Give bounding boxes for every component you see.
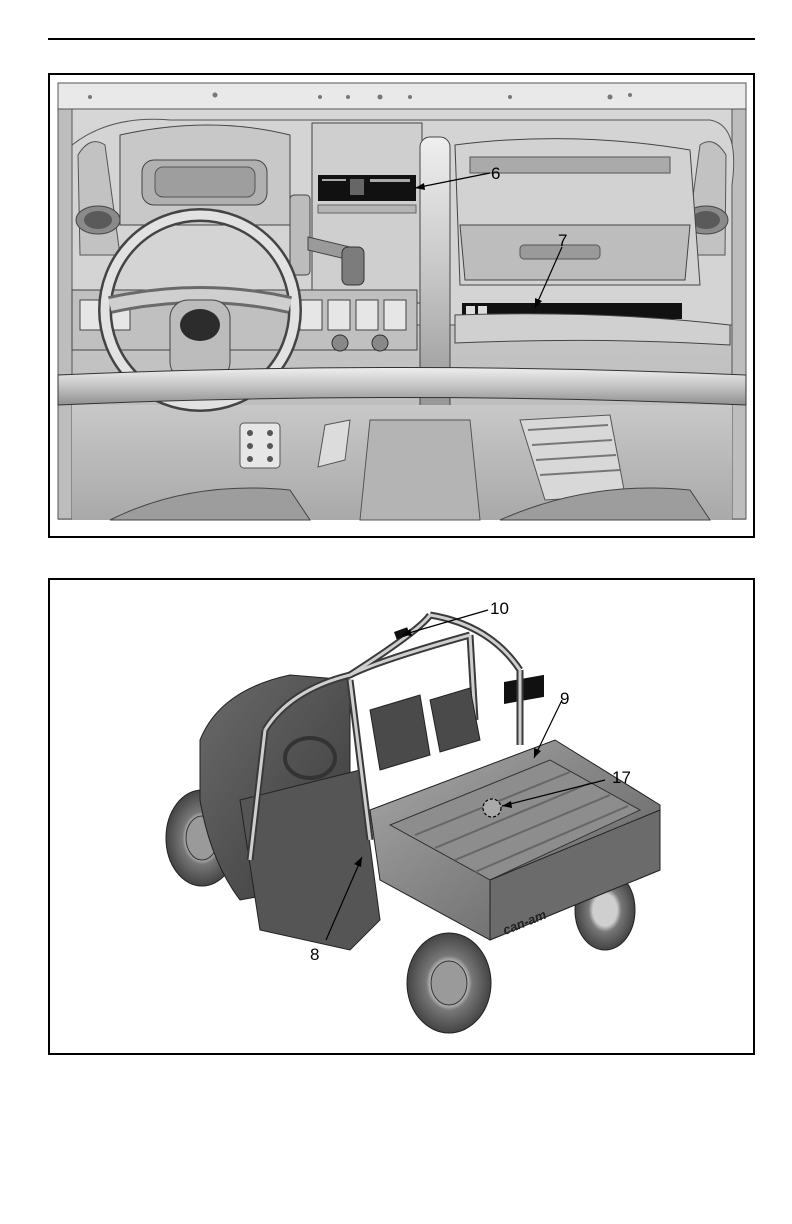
dashboard-illustration-frame: 6 7	[48, 73, 755, 538]
callout-17: 17	[612, 768, 631, 787]
callout-17-target	[483, 799, 501, 817]
vehicle-illustration: can-am	[50, 580, 753, 1053]
callout-6: 6	[491, 164, 500, 183]
callout-9: 9	[560, 689, 569, 708]
callout-8: 8	[310, 945, 319, 964]
header-rule	[48, 38, 755, 40]
dashboard-illustration: 6 7	[50, 75, 753, 536]
callout-7: 7	[558, 231, 567, 250]
vehicle-illustration-frame: can-am	[48, 578, 755, 1055]
bed-label-9	[504, 675, 544, 704]
callout-10: 10	[490, 599, 509, 618]
